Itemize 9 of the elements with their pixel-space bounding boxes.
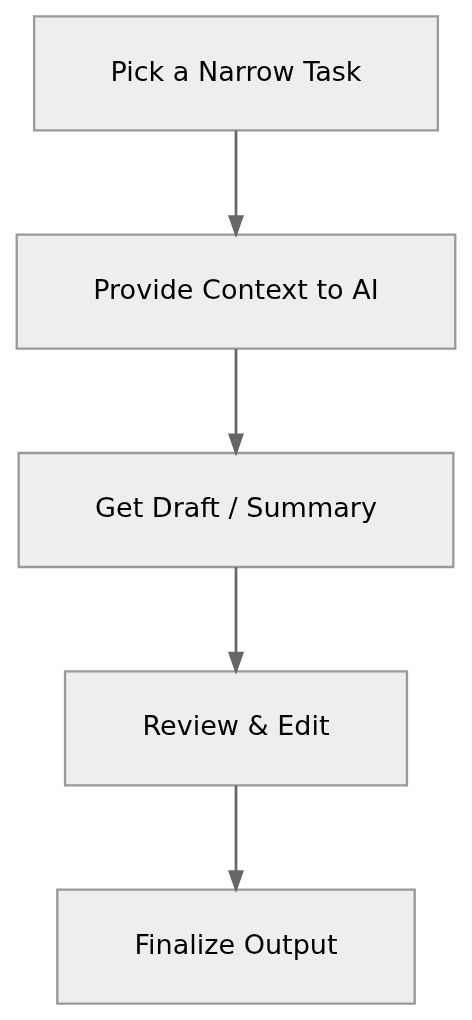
node-box: Finalize Output xyxy=(56,888,416,1005)
node-box: Pick a Narrow Task xyxy=(32,15,440,132)
arrow xyxy=(228,567,244,675)
node-box: Review & Edit xyxy=(63,670,409,787)
node-box: Provide Context to AI xyxy=(15,233,457,350)
arrow xyxy=(228,348,244,457)
arrow xyxy=(228,130,244,239)
node-box: Get Draft / Summary xyxy=(17,451,455,569)
arrow xyxy=(228,785,244,893)
